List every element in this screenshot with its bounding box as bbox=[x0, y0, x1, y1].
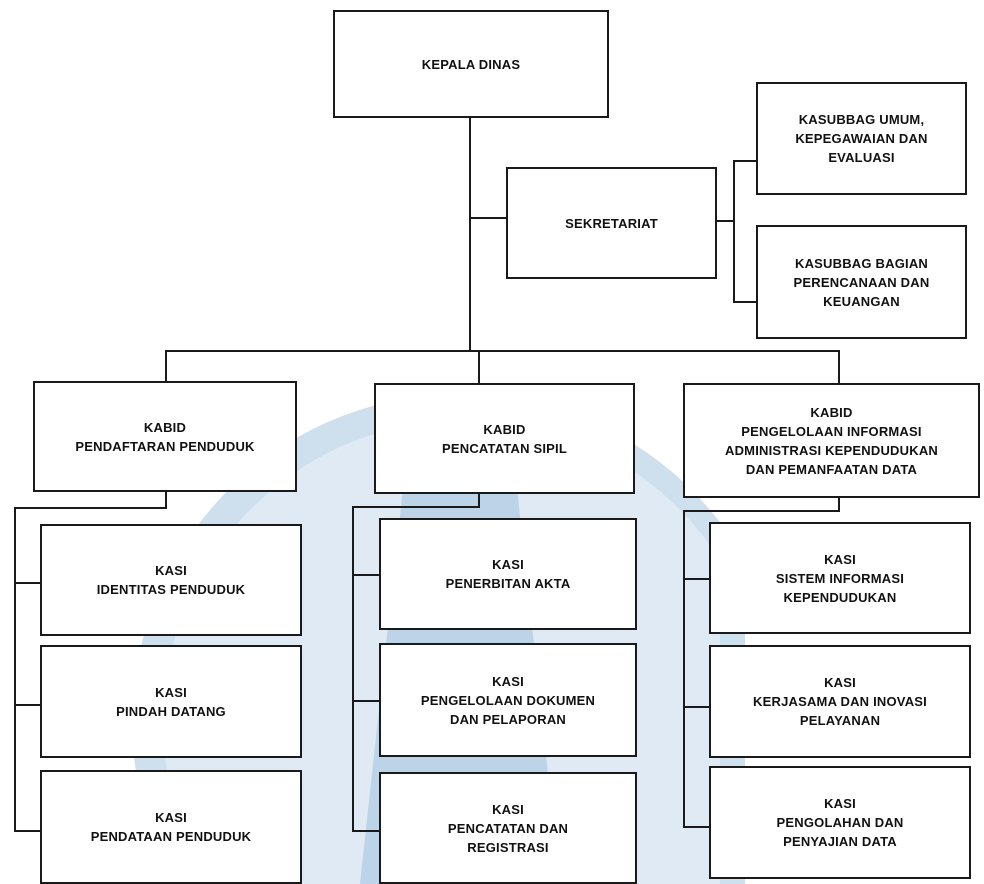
connector-line bbox=[683, 510, 685, 828]
node-label: KABID bbox=[483, 421, 526, 437]
connector-line bbox=[165, 350, 167, 382]
node-kasi-akta: KASI PENERBITAN AKTA bbox=[379, 518, 637, 630]
connector-line bbox=[14, 704, 41, 706]
connector-line bbox=[165, 492, 167, 509]
connector-line bbox=[716, 220, 734, 222]
node-kasubbag-bagian: KASUBBAG BAGIAN PERENCANAAN DAN KEUANGAN bbox=[756, 225, 967, 339]
node-label: PENERBITAN AKTA bbox=[445, 576, 571, 591]
node-label: ADMINISTRASI KEPENDUDUKAN bbox=[724, 442, 938, 458]
node-label: EVALUASI bbox=[828, 150, 895, 165]
node-label: PENGELOLAAN DOKUMEN bbox=[420, 692, 596, 708]
node-kasi-pendataan: KASI PENDATAAN PENDUDUK bbox=[40, 770, 302, 884]
node-label: PENGOLAHAN DAN bbox=[776, 815, 904, 830]
node-kasi-sistem: KASI SISTEM INFORMASI KEPENDUDUKAN bbox=[709, 522, 971, 634]
node-label: KASI bbox=[824, 551, 856, 567]
connector-line bbox=[683, 578, 709, 580]
node-label: PENYAJIAN DATA bbox=[783, 834, 897, 849]
connector-line bbox=[733, 301, 756, 303]
node-label: KASUBBAG UMUM, bbox=[798, 112, 925, 127]
node-kabid-pencatatan: KABID PENCATATAN SIPIL bbox=[374, 383, 635, 494]
node-kabid-pengelolaan: KABID PENGELOLAAN INFORMASI ADMINISTRASI… bbox=[683, 383, 980, 498]
node-kasi-dokumen: KASI PENGELOLAAN DOKUMEN DAN PELAPORAN bbox=[379, 643, 637, 757]
connector-line bbox=[683, 510, 840, 512]
connector-line bbox=[352, 574, 380, 576]
node-label: KASI bbox=[155, 810, 187, 825]
node-label: KEPENDUDUKAN bbox=[783, 589, 897, 605]
node-label: PENDATAAN PENDUDUK bbox=[90, 829, 252, 844]
node-label: PENCATATAN DAN bbox=[447, 820, 569, 836]
connector-line bbox=[352, 506, 480, 508]
node-label: KASI bbox=[492, 673, 524, 689]
connector-line bbox=[14, 830, 41, 832]
connector-line bbox=[838, 498, 840, 511]
node-label: KERJASAMA DAN INOVASI bbox=[753, 694, 927, 709]
node-label: PELAYANAN bbox=[799, 713, 881, 728]
connector-line bbox=[683, 826, 709, 828]
node-label: PERENCANAAN DAN bbox=[793, 274, 930, 290]
node-label: KASI bbox=[824, 675, 856, 690]
node-label: KASUBBAG BAGIAN bbox=[795, 255, 928, 271]
node-label: KEUANGAN bbox=[823, 293, 900, 309]
node-label: KABID bbox=[810, 404, 853, 420]
node-label: PENDAFTARAN PENDUDUK bbox=[75, 438, 255, 454]
node-label: DAN PEMANFAATAN DATA bbox=[745, 461, 918, 477]
node-kasi-identitas: KASI IDENTITAS PENDUDUK bbox=[40, 524, 302, 636]
node-label: KABID bbox=[143, 419, 187, 435]
node-kasubbag-umum: KASUBBAG UMUM, KEPEGAWAIAN DAN EVALUASI bbox=[756, 82, 967, 195]
node-label: KASI bbox=[155, 684, 187, 700]
node-label: IDENTITAS PENDUDUK bbox=[96, 582, 246, 597]
node-label: KASI bbox=[492, 801, 524, 817]
node-kasi-pengolahan: KASI PENGOLAHAN DAN PENYAJIAN DATA bbox=[709, 766, 971, 879]
connector-line bbox=[478, 494, 480, 507]
node-label: KASI bbox=[824, 796, 856, 811]
node-sekretariat: SEKRETARIAT bbox=[506, 167, 717, 279]
connector-line bbox=[352, 830, 380, 832]
node-label: KEPEGAWAIAN DAN bbox=[795, 131, 928, 146]
connector-line bbox=[165, 350, 840, 352]
connector-line bbox=[733, 160, 735, 302]
node-label: SISTEM INFORMASI bbox=[775, 570, 905, 586]
node-label: KASI bbox=[155, 563, 187, 578]
node-label: PENCATATAN SIPIL bbox=[441, 440, 567, 456]
connector-line bbox=[683, 706, 709, 708]
connector-line bbox=[14, 507, 16, 832]
node-label: KASI bbox=[492, 557, 524, 572]
connector-line bbox=[838, 350, 840, 384]
node-label: PINDAH DATANG bbox=[116, 703, 226, 719]
node-kabid-pendaftaran: KABID PENDAFTARAN PENDUDUK bbox=[33, 381, 297, 492]
connector-line bbox=[352, 700, 380, 702]
node-label: DAN PELAPORAN bbox=[450, 711, 566, 727]
node-label: KEPALA DINAS bbox=[421, 56, 521, 72]
node-label: PENGELOLAAN INFORMASI bbox=[741, 423, 922, 439]
node-kasi-registrasi: KASI PENCATATAN DAN REGISTRASI bbox=[379, 772, 637, 884]
node-kasi-kerjasama: KASI KERJASAMA DAN INOVASI PELAYANAN bbox=[709, 645, 971, 758]
connector-line bbox=[14, 507, 167, 509]
node-label: REGISTRASI bbox=[467, 839, 549, 855]
node-kepala-dinas: KEPALA DINAS bbox=[333, 10, 609, 118]
node-kasi-pindah: KASI PINDAH DATANG bbox=[40, 645, 302, 758]
connector-line bbox=[733, 160, 756, 162]
connector-line bbox=[352, 506, 354, 832]
connector-line bbox=[469, 217, 506, 219]
connector-line bbox=[14, 582, 41, 584]
connector-line bbox=[478, 350, 480, 384]
node-label: SEKRETARIAT bbox=[565, 215, 658, 231]
connector-line bbox=[469, 118, 471, 352]
